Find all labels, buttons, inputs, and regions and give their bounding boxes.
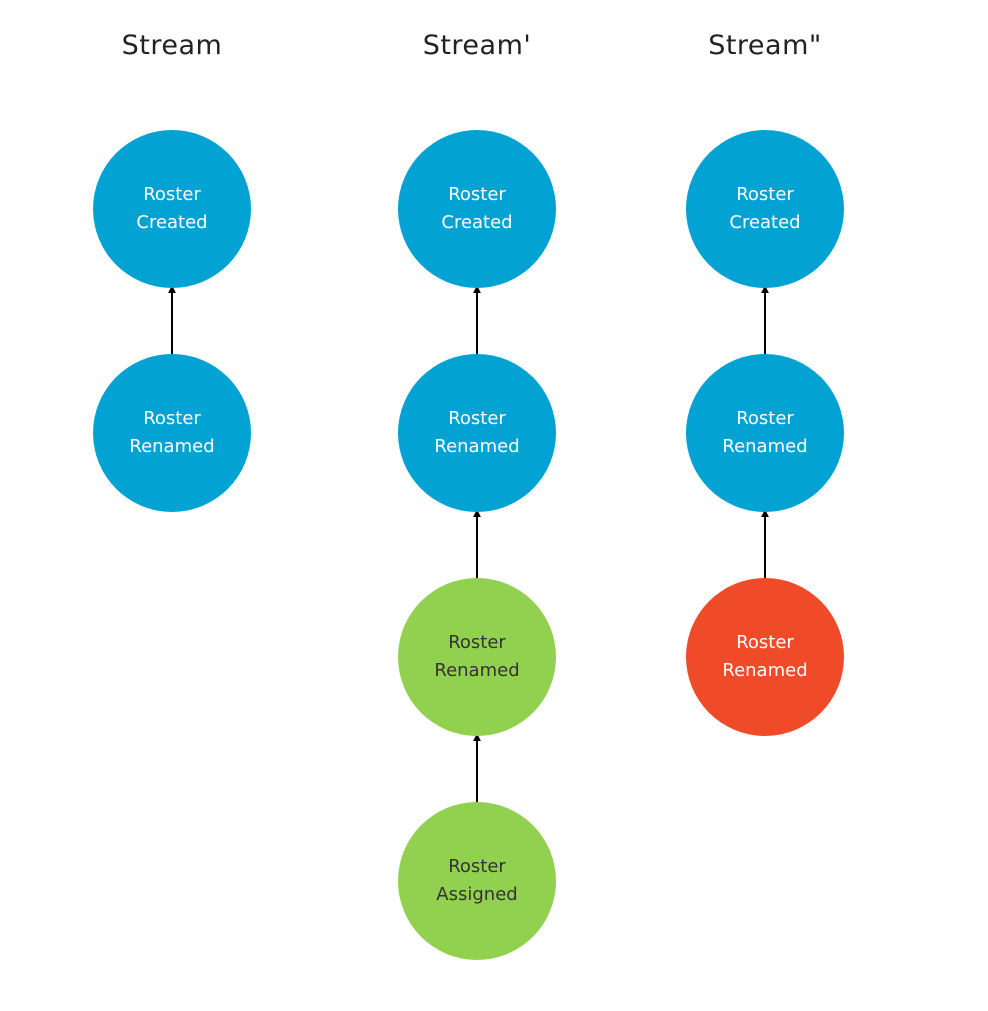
column-title-stream-prime: Stream' [422, 30, 532, 61]
node-label-line2: Renamed [129, 436, 215, 457]
node-label-line1: Roster [736, 408, 794, 429]
node-label-line2: Created [729, 212, 801, 233]
node-label-line2: Renamed [434, 660, 520, 681]
node-label-line2: Assigned [436, 884, 518, 905]
node-stream-prime-roster-renamed-appended: Roster Renamed [398, 578, 556, 736]
node-stream-prime-roster-assigned: Roster Assigned [398, 802, 556, 960]
node-stream-double-prime-roster-renamed-conflict: Roster Renamed [686, 578, 844, 736]
node-stream-double-prime-roster-renamed: Roster Renamed [686, 354, 844, 512]
node-stream-prime-roster-renamed: Roster Renamed [398, 354, 556, 512]
node-label-line1: Roster [448, 408, 506, 429]
node-stream-roster-created: Roster Created [93, 130, 251, 288]
node-stream-double-prime-roster-created: Roster Created [686, 130, 844, 288]
node-label-line2: Renamed [722, 660, 808, 681]
node-label-line2: Created [136, 212, 208, 233]
node-label-line2: Renamed [722, 436, 808, 457]
node-stream-prime-roster-created: Roster Created [398, 130, 556, 288]
node-label-line1: Roster [448, 632, 506, 653]
node-stream-roster-renamed: Roster Renamed [93, 354, 251, 512]
column-title-stream-double-prime: Stream" [708, 30, 822, 61]
node-label-line1: Roster [736, 632, 794, 653]
node-label-line1: Roster [143, 408, 201, 429]
node-label-line1: Roster [448, 856, 506, 877]
node-label-line1: Roster [143, 184, 201, 205]
node-label-line1: Roster [448, 184, 506, 205]
node-label-line1: Roster [736, 184, 794, 205]
column-title-stream: Stream [121, 30, 223, 61]
node-label-line2: Renamed [434, 436, 520, 457]
node-label-line2: Created [441, 212, 513, 233]
